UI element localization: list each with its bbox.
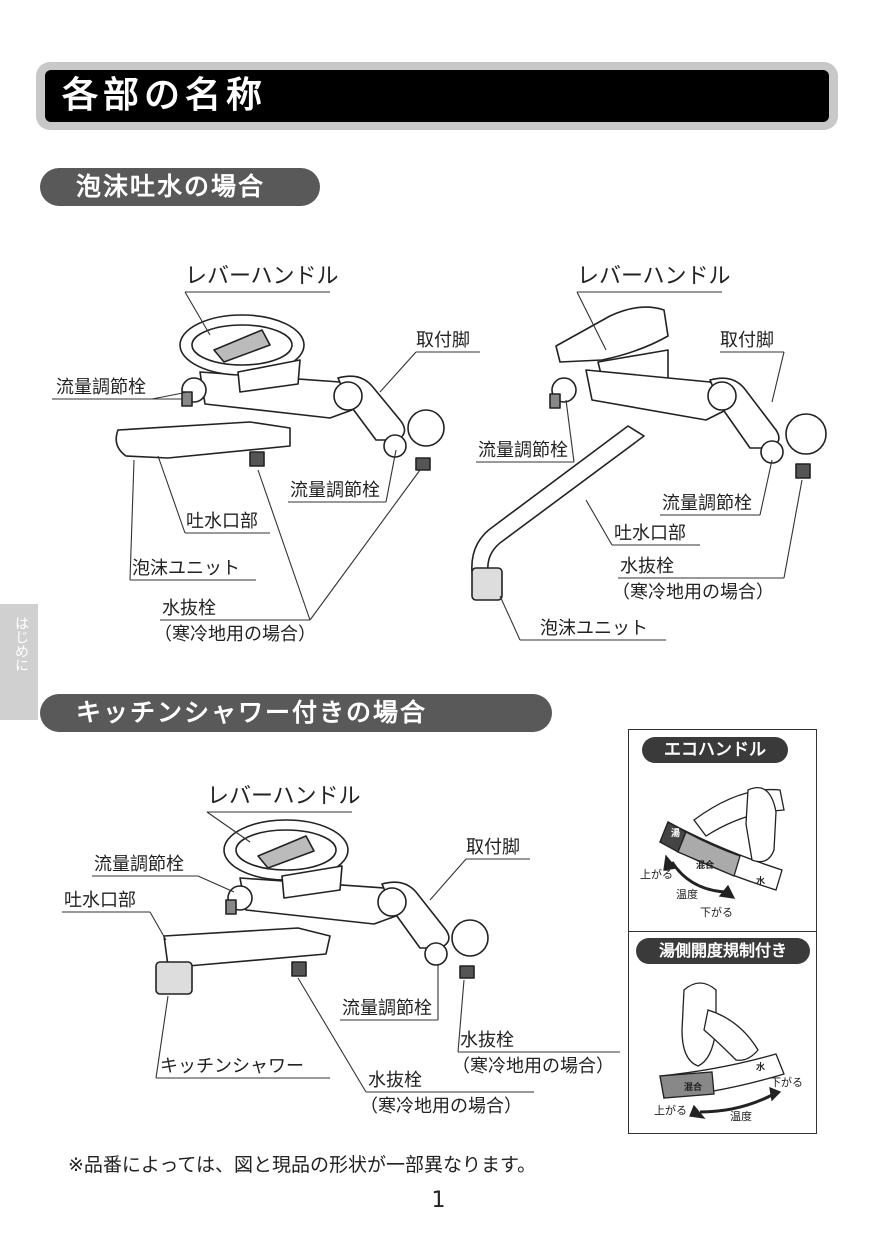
label-drain-valve-c2: 水抜栓 xyxy=(368,1070,422,1091)
limit-mixed-label: 混合 xyxy=(684,1083,703,1093)
label-drain-note-b: （寒冷地用の場合） xyxy=(612,582,774,603)
limit-down-label: 下がる xyxy=(770,1076,803,1089)
label-lever-handle-b: レバーハンドル xyxy=(577,264,731,289)
label-drain-note-a: （寒冷地用の場合） xyxy=(154,624,316,645)
eco-handle-title: エコハンドル xyxy=(642,737,788,763)
eco-cold-label: 水 xyxy=(756,877,766,887)
label-flow-valve-a2: 流量調節栓 xyxy=(290,480,380,501)
side-tab-label: はじめに xyxy=(13,616,29,672)
label-mounting-leg-b: 取付脚 xyxy=(720,330,774,351)
label-spout-a: 吐水口部 xyxy=(186,511,258,532)
eco-temp-label: 温度 xyxy=(676,888,698,901)
limit-cold-label: 水 xyxy=(756,1063,766,1073)
label-lever-handle-a: レバーハンドル xyxy=(185,264,339,289)
label-drain-valve-c1: 水抜栓 xyxy=(460,1030,514,1051)
label-mounting-leg-c: 取付脚 xyxy=(466,837,520,858)
label-drain-note-c2: （寒冷地用の場合） xyxy=(360,1096,522,1117)
limit-up-label: 上がる xyxy=(654,1104,687,1117)
eco-up-label: 上がる xyxy=(640,868,673,881)
footnote: ※品番によっては、図と現品の形状が一部異なります。 xyxy=(68,1154,537,1176)
label-kitchen-shower: キッチンシャワー xyxy=(160,1056,304,1077)
limit-temp-label: 温度 xyxy=(730,1110,752,1123)
label-drain-valve-b: 水抜栓 xyxy=(620,556,674,577)
eco-down-label: 下がる xyxy=(700,906,733,919)
label-flow-valve-c1: 流量調節栓 xyxy=(94,854,184,875)
eco-hot-label: 湯 xyxy=(671,829,681,839)
label-drain-valve-a: 水抜栓 xyxy=(162,598,216,619)
label-drain-note-c1: （寒冷地用の場合） xyxy=(452,1056,614,1077)
label-aerator-b: 泡沫ユニット xyxy=(540,618,648,639)
faucet-a-drawing xyxy=(115,314,445,471)
leader-lines xyxy=(52,291,803,1093)
label-spout-b: 吐水口部 xyxy=(614,523,686,544)
section-foam-heading: 泡沫吐水の場合 xyxy=(40,168,320,206)
title-banner-inner xyxy=(45,70,829,122)
limit-handle-title: 湯側開度規制付き xyxy=(636,938,810,964)
section-shower-heading: キッチンシャワー付きの場合 xyxy=(40,694,552,732)
faucet-c-drawing xyxy=(155,819,489,995)
eco-mixed-label: 混合 xyxy=(696,861,715,871)
label-flow-valve-b1: 流量調節栓 xyxy=(478,440,568,461)
page-title: 各部の名称 xyxy=(62,75,268,116)
faucet-b-drawing xyxy=(471,306,827,601)
label-lever-handle-c: レバーハンドル xyxy=(207,784,361,809)
side-tab xyxy=(0,604,38,720)
label-flow-valve-b2: 流量調節栓 xyxy=(662,493,752,514)
label-spout-c: 吐水口部 xyxy=(64,890,136,911)
label-flow-valve-a1: 流量調節栓 xyxy=(56,377,146,398)
label-mounting-leg-a: 取付脚 xyxy=(416,330,470,351)
label-aerator-a: 泡沫ユニット xyxy=(132,558,240,579)
label-flow-valve-c2: 流量調節栓 xyxy=(342,998,432,1019)
page-number: 1 xyxy=(431,1188,446,1213)
